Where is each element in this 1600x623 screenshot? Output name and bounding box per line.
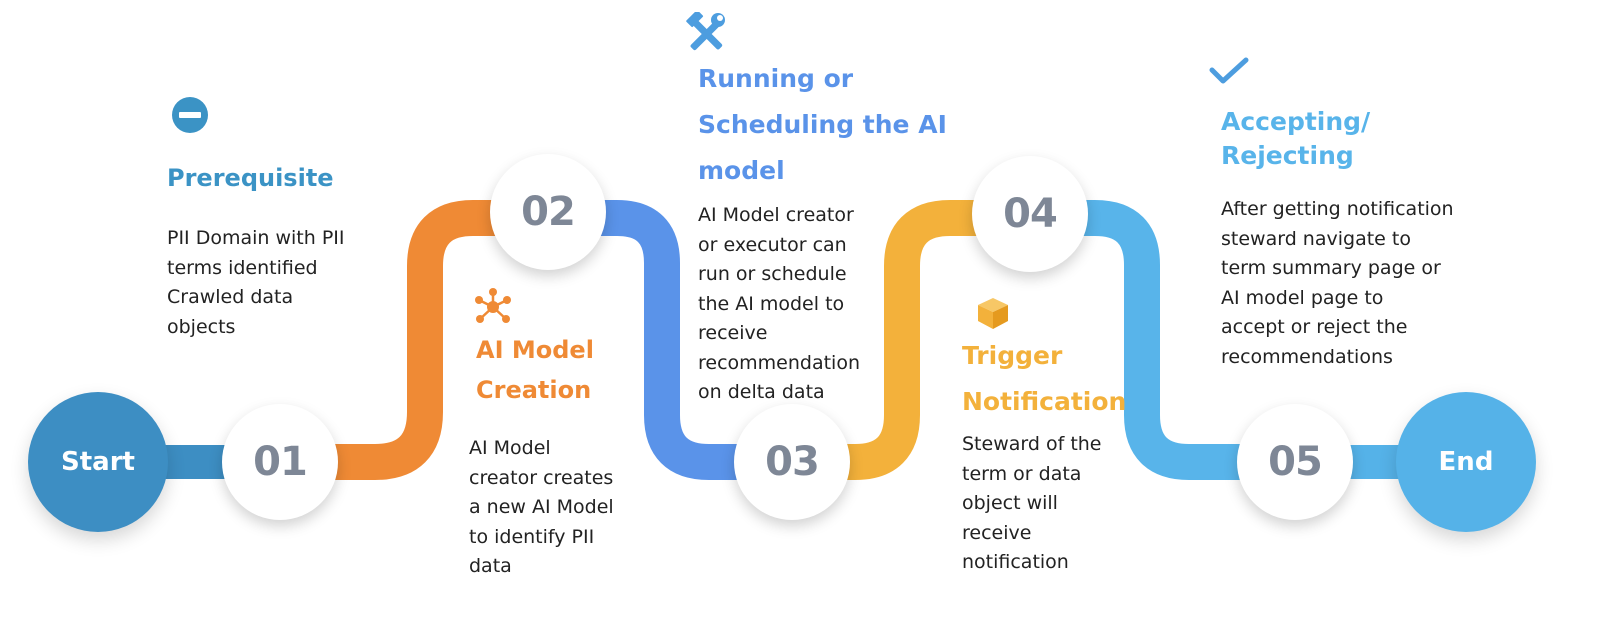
step-title-5: Accepting/ Rejecting [1221, 107, 1371, 170]
step-description-5: After getting notification steward navig… [1221, 198, 1454, 368]
step-description-3: AI Model creator or executor can run or … [698, 204, 861, 403]
network-hub-icon [475, 288, 511, 323]
step-title-4: Trigger Notification [962, 341, 1127, 416]
minus-circle-icon [172, 97, 208, 133]
step-description-4: Steward of the term or data object will … [962, 433, 1102, 573]
road-segment-2 [548, 200, 792, 480]
step-number-2: 02 [490, 154, 606, 270]
step-description-1: PII Domain with PII terms identified Cra… [167, 227, 345, 338]
end-node: End [1396, 392, 1536, 532]
step-number-5: 05 [1237, 404, 1353, 520]
checkmark-icon [1209, 57, 1249, 84]
step-title-3: Running or Scheduling the AI model [698, 64, 947, 185]
road-segment-4 [1030, 200, 1295, 480]
step-number-3: 03 [734, 404, 850, 520]
hammer-wrench-icon [686, 12, 725, 51]
step-description-2: AI Model creator creates a new AI Model … [469, 437, 614, 577]
start-node: Start [28, 392, 168, 532]
step-title-1: Prerequisite [167, 164, 334, 192]
cube-icon [978, 298, 1008, 329]
road-segment-3 [792, 200, 1030, 480]
step-number-4: 04 [972, 156, 1088, 272]
start-label: Start [61, 447, 135, 477]
end-label: End [1438, 447, 1494, 477]
road-segment-1 [280, 200, 548, 480]
step-title-2: AI Model Creation [476, 336, 594, 404]
step-number-1: 01 [222, 404, 338, 520]
